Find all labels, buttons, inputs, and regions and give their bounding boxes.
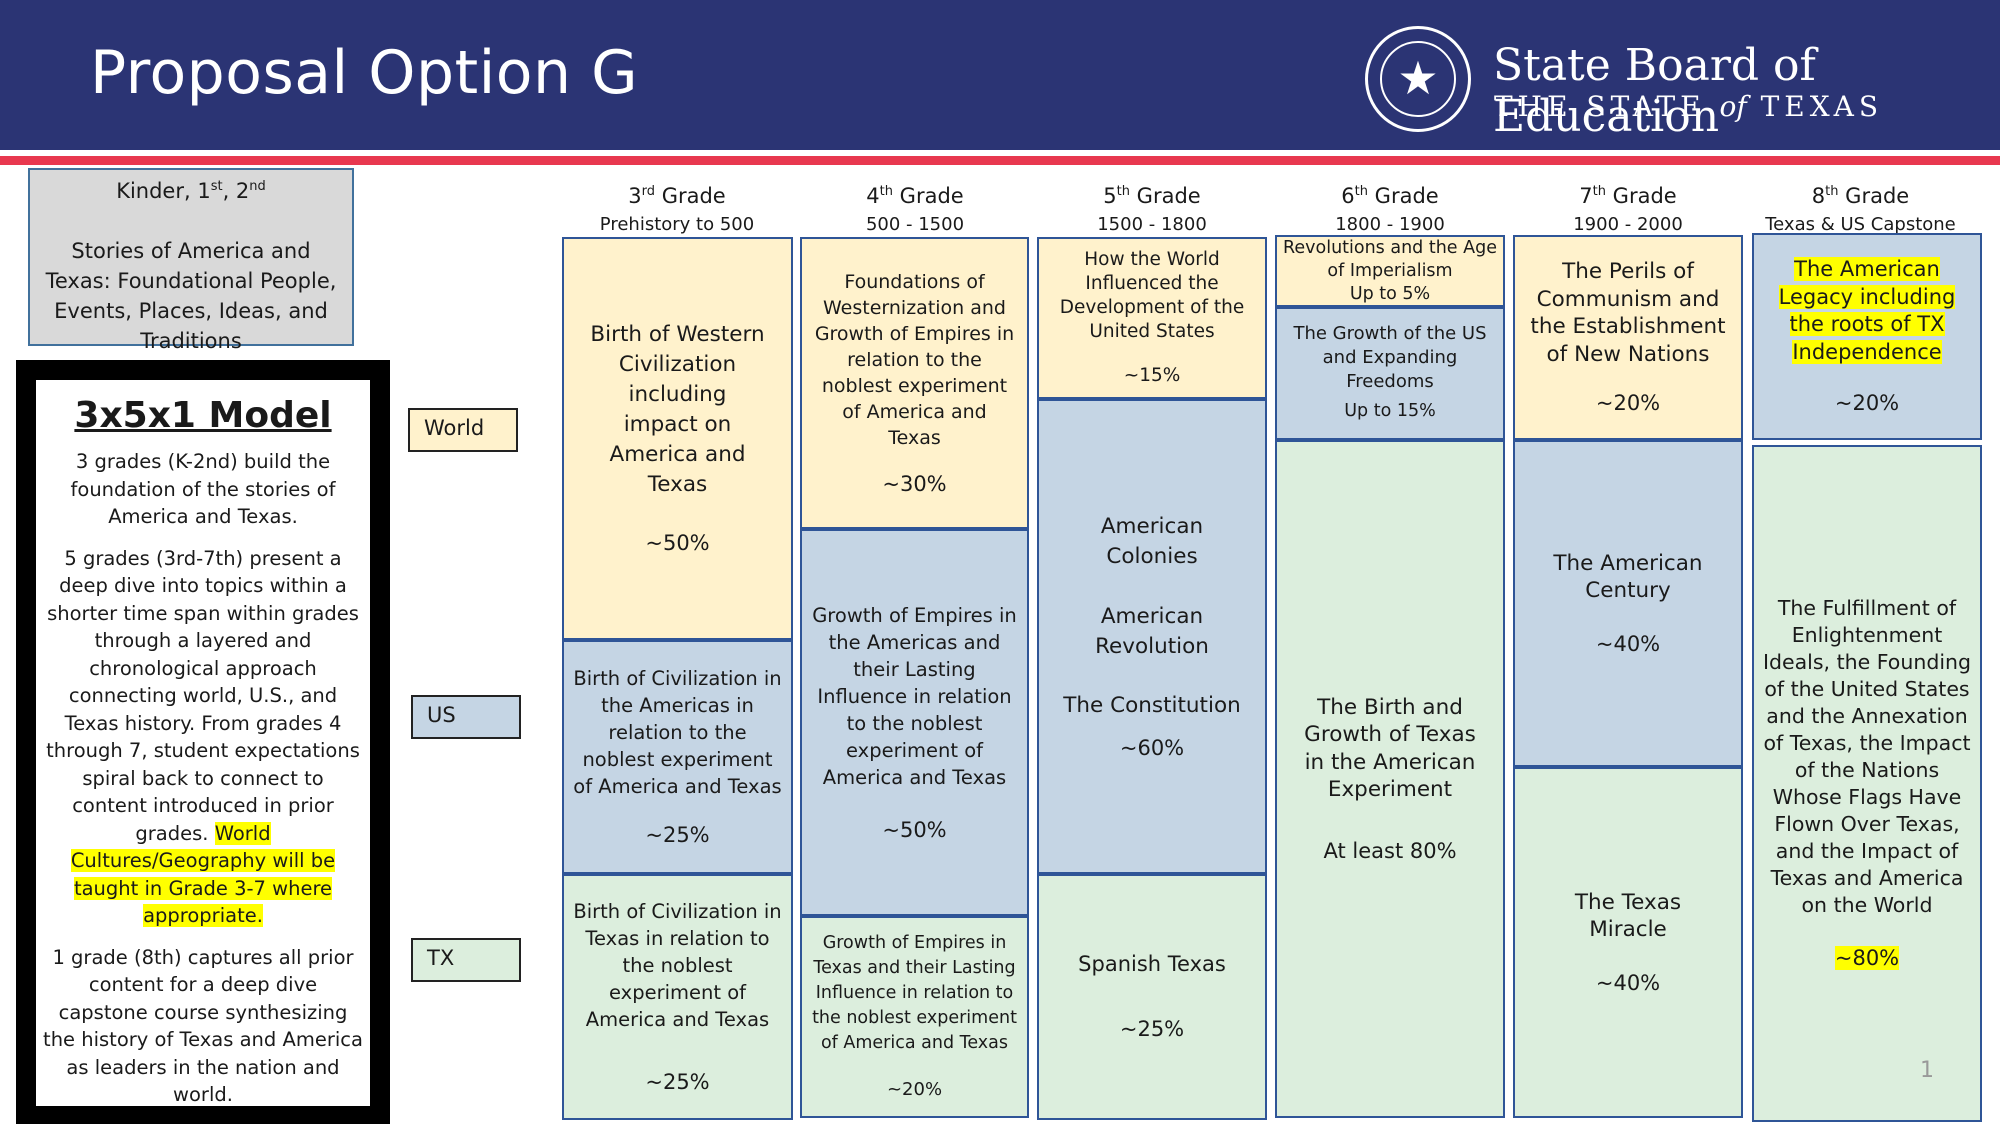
cell-text: The American Century [1553, 550, 1703, 604]
cell-text: Birth of Western Civilization including … [590, 322, 765, 497]
grade-7-span: 1900 - 2000 [1573, 214, 1683, 235]
legend-us: US [411, 695, 521, 739]
grade-6-span: 1800 - 1900 [1335, 214, 1445, 235]
model-paragraph-2: 5 grades (3rd-7th) present a deep dive i… [42, 545, 364, 930]
cell-pct: Up to 5% [1349, 283, 1431, 304]
cell-pct: At least 80% [1323, 838, 1457, 863]
kinder-box: Kinder, 1st, 2nd Stories of America and … [28, 168, 354, 353]
grade-8-span: Texas & US Capstone [1765, 214, 1956, 235]
grade-3-us-cell: Birth of Civilization in the Americas in… [562, 640, 793, 874]
cell-pct: ~20% [1595, 391, 1661, 415]
star-icon: ★ [1397, 51, 1439, 105]
cell-text: Birth of Civilization in the Americas in… [573, 667, 782, 798]
legend-tx: TX [411, 938, 521, 982]
cell-text: Birth of Civilization in Texas in relati… [573, 900, 782, 1031]
grade-4-us-cell: Growth of Empires in the Americas and th… [800, 529, 1029, 916]
grade-4-span: 500 - 1500 [865, 214, 965, 235]
cell-text: American Colonies [1100, 513, 1204, 569]
cell-text: The Birth and Growth of Texas in the Ame… [1304, 694, 1476, 803]
grade-7-tx-cell: The Texas Miracle ~40% [1513, 767, 1743, 1118]
state-seal-ring [1380, 41, 1456, 117]
grade-5-world-cell: How the World Influenced the Development… [1037, 237, 1267, 399]
kinder-grades: Kinder, 1st, 2nd [116, 179, 266, 203]
header-divider-red [0, 156, 2000, 165]
cell-text: Growth of Empires in Texas and their Las… [812, 933, 1017, 1053]
header-divider-white [0, 150, 2000, 156]
cell-pct: ~40% [1595, 631, 1661, 656]
state-seal-icon [1365, 26, 1471, 132]
highlighted-text: The American Legacy including the roots … [1778, 257, 1956, 364]
cell-text-2: American Revolution [1095, 603, 1209, 659]
grade-4-tx-cell: Growth of Empires in Texas and their Las… [800, 916, 1029, 1118]
cell-text: The Texas Miracle [1574, 889, 1682, 943]
page-title: Proposal Option G [90, 38, 639, 108]
cell-pct: ~25% [1119, 1017, 1185, 1041]
model-paragraph-2-text: 5 grades (3rd-7th) present a deep dive i… [46, 546, 360, 845]
grade-3-tx-cell: Birth of Civilization in Texas in relati… [562, 874, 793, 1120]
grade-6-us-cell: The Growth of the US and Expanding Freed… [1275, 307, 1505, 440]
cell-text: Spanish Texas [1078, 952, 1226, 976]
model-paragraph-3: 1 grade (8th) captures all prior content… [43, 945, 363, 1107]
grade-5-tx-cell: Spanish Texas ~25% [1037, 874, 1267, 1120]
cell-text: Growth of Empires in the Americas and th… [812, 603, 1017, 789]
header-bar [0, 0, 2000, 150]
cell-pct: ~20% [886, 1079, 943, 1100]
org-name: State Board of Education [1493, 40, 1816, 142]
grade-6-tx-cell: The Birth and Growth of Texas in the Ame… [1275, 440, 1505, 1118]
legend-world: World [408, 408, 518, 452]
cell-text: Revolutions and the Age of Imperialism [1283, 237, 1497, 281]
cell-pct: ~80% [1834, 946, 1900, 970]
cell-text-3: The Constitution [1063, 692, 1241, 718]
cell-pct: ~40% [1595, 970, 1661, 995]
grade-8-tx-cell: The Fulfillment of Enlightenment Ideals,… [1752, 445, 1982, 1122]
cell-pct: ~30% [882, 471, 947, 496]
cell-text: The American Legacy including the roots … [1760, 256, 1974, 366]
cell-pct: ~15% [1123, 364, 1181, 386]
model-paragraph-1: 3 grades (K-2nd) build the foundation of… [70, 450, 336, 528]
grade-8-us-cell: The American Legacy including the roots … [1752, 233, 1982, 440]
cell-text: Foundations of Westernization and Growth… [814, 270, 1015, 449]
kinder-text: Stories of America and Texas: Foundation… [45, 239, 337, 353]
cell-text: How the World Influenced the Development… [1059, 248, 1245, 342]
grade-7-us-cell: The American Century ~40% [1513, 440, 1743, 767]
cell-text: The Fulfillment of Enlightenment Ideals,… [1762, 596, 1972, 917]
cell-pct: ~50% [882, 817, 947, 842]
cell-pct: ~60% [1119, 735, 1185, 760]
org-subtitle: THE STATE of TEXAS [1494, 90, 1884, 123]
grade-7-world-cell: The Perils of Communism and the Establis… [1513, 235, 1743, 440]
cell-text: The Perils of Communism and the Establis… [1530, 259, 1726, 367]
model-box: 3x5x1 Model 3 grades (K-2nd) build the f… [36, 380, 370, 1106]
grade-3-world-cell: Birth of Western Civilization including … [562, 237, 793, 640]
cell-pct: ~25% [645, 1070, 710, 1094]
grade-5-us-cell: American Colonies American Revolution Th… [1037, 399, 1267, 874]
model-title: 3x5x1 Model [74, 395, 332, 436]
cell-pct: ~20% [1834, 391, 1900, 415]
cell-pct: ~50% [645, 531, 710, 555]
grade-5-span: 1500 - 1800 [1097, 214, 1207, 235]
grade-3-span: Prehistory to 500 [599, 214, 755, 235]
page-number: 1 [1920, 1058, 1934, 1083]
cell-text: The Growth of the US and Expanding Freed… [1293, 323, 1487, 392]
cell-pct: ~25% [645, 823, 710, 847]
cell-pct: Up to 15% [1344, 401, 1436, 421]
grade-4-world-cell: Foundations of Westernization and Growth… [800, 237, 1029, 529]
cell-pct-wrap: ~80% [1760, 945, 1974, 972]
